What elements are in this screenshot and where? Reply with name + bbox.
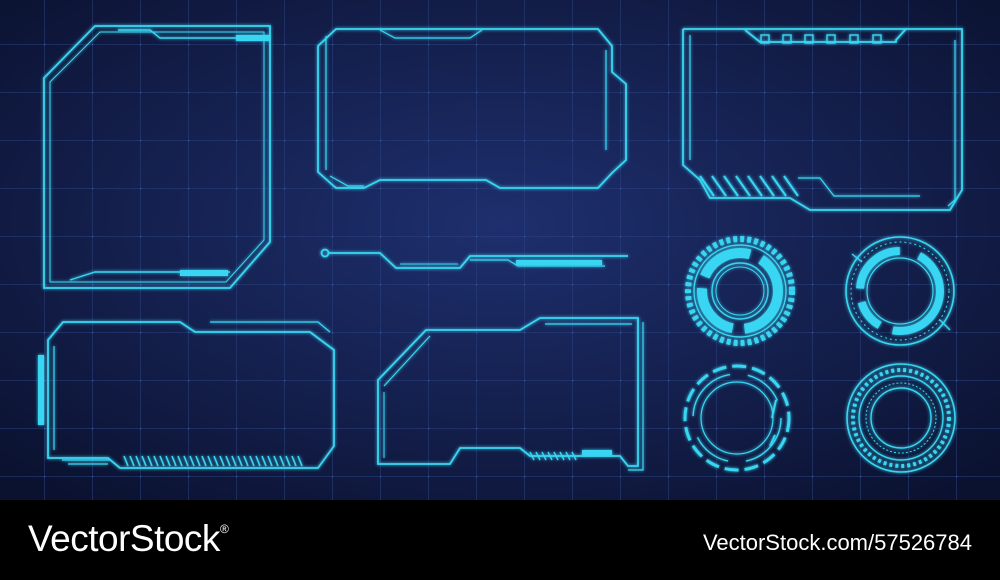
watermark-footer: VectorStock® VectorStock.com/57526784 — [0, 500, 1000, 580]
hud-double-ring — [846, 363, 956, 473]
hud-dashed-ring — [683, 364, 791, 472]
registered-mark: ® — [219, 522, 229, 536]
brand-name: VectorStock — [28, 518, 220, 559]
hud-divider — [320, 248, 628, 269]
hud-frame-top-left — [43, 25, 271, 289]
hud-gear-ring — [685, 236, 795, 346]
grid — [0, 0, 1000, 500]
hud-frame-bottom-center — [377, 317, 644, 471]
hud-artwork — [0, 0, 1000, 500]
vectorstock-logo: VectorStock® — [28, 518, 229, 560]
hud-frame-top-center — [317, 28, 627, 189]
image-id-text: VectorStock.com/57526784 — [702, 530, 972, 555]
hud-frame-bottom-left — [38, 321, 335, 469]
hud-frame-top-right — [682, 28, 963, 211]
hud-segmented-ring — [845, 236, 955, 346]
